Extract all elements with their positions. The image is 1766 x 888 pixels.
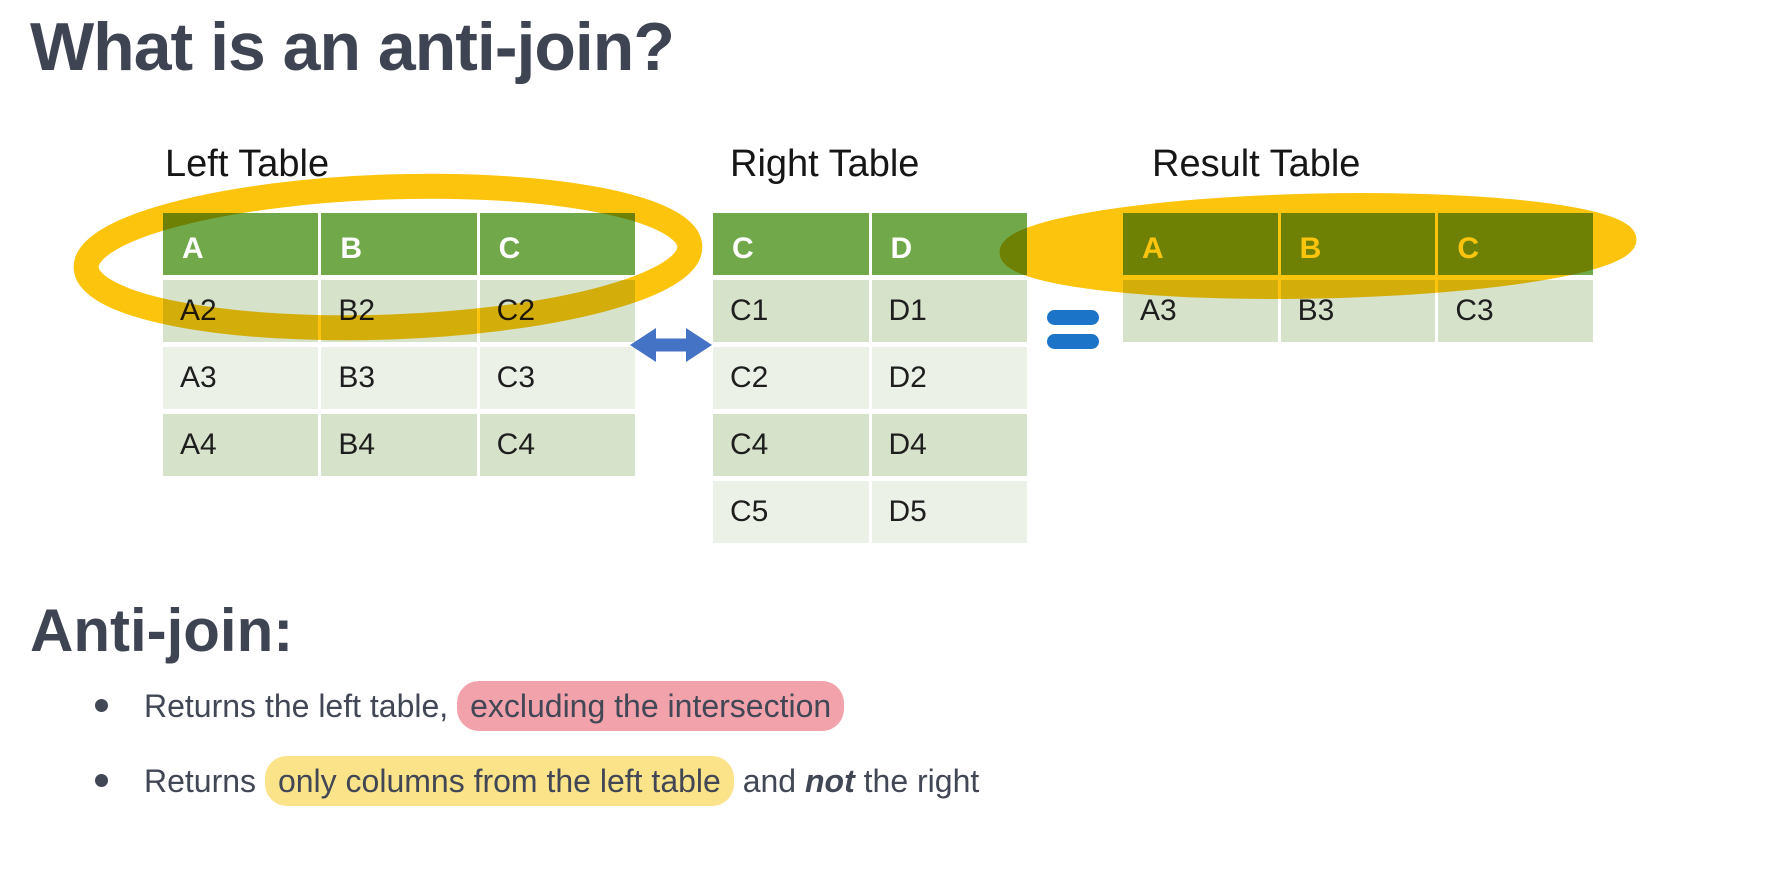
bullet-text: and [742, 763, 797, 799]
left-table-cell: A3 [163, 347, 319, 409]
right-table-label: Right Table [730, 143, 920, 185]
bullet-text: Returns [144, 763, 257, 799]
result-table-cell: B3 [1280, 280, 1436, 342]
left-table-header-cell: B [321, 213, 477, 275]
result-table-header-cell: B [1280, 213, 1436, 275]
left-table: A B C A2 B2 C2 A3 B3 C3 A4 B4 C4 [163, 213, 635, 476]
bullet-text: the right [863, 763, 980, 799]
left-table-cell: A4 [163, 414, 319, 476]
right-table-header-cell: D [871, 213, 1027, 275]
section-heading: Anti-join: [30, 597, 294, 664]
result-table-header-cell: A [1123, 213, 1278, 275]
right-table-cell: C1 [713, 280, 869, 342]
result-table-cell: A3 [1123, 280, 1278, 342]
left-table-label: Left Table [165, 143, 330, 185]
equals-icon [1047, 310, 1099, 349]
double-arrow-icon [630, 328, 712, 362]
right-table-cell: D5 [871, 481, 1027, 543]
right-table-header-cell: C [713, 213, 869, 275]
bullet-dot-icon [95, 699, 108, 713]
bullet-dot-icon [95, 774, 108, 788]
right-table-cell: C2 [713, 347, 869, 409]
yellow-highlighted-text: only columns from the left table [264, 756, 734, 806]
result-table-cell: C3 [1438, 280, 1593, 342]
right-table-cell: D4 [871, 414, 1027, 476]
pink-highlighted-text: excluding the intersection [457, 681, 845, 731]
left-table-cell: C2 [479, 280, 635, 342]
left-table-cell: C4 [479, 414, 635, 476]
right-table-cell: D1 [871, 280, 1027, 342]
bullet-item: Returns the left table, excluding the in… [95, 681, 845, 731]
right-table-cell: D2 [871, 347, 1027, 409]
bullet-item: Returns only columns from the left table… [95, 756, 980, 806]
result-table-label: Result Table [1152, 143, 1361, 185]
left-table-header-cell: C [479, 213, 635, 275]
page-title: What is an anti-join? [30, 9, 675, 85]
right-table-cell: C5 [713, 481, 869, 543]
left-table-header-cell: A [163, 213, 319, 275]
right-table-cell: C4 [713, 414, 869, 476]
emphasized-text: not [804, 763, 855, 799]
left-table-cell: A2 [163, 280, 319, 342]
left-table-cell: C3 [479, 347, 635, 409]
result-table: A B C A3 B3 C3 [1123, 213, 1593, 342]
left-table-cell: B2 [321, 280, 477, 342]
left-table-cell: B4 [321, 414, 477, 476]
left-table-cell: B3 [321, 347, 477, 409]
result-table-header-cell: C [1438, 213, 1593, 275]
bullet-text: Returns the left table, [144, 688, 449, 724]
right-table: C D C1 D1 C2 D2 C4 D4 C5 D5 [713, 213, 1027, 543]
